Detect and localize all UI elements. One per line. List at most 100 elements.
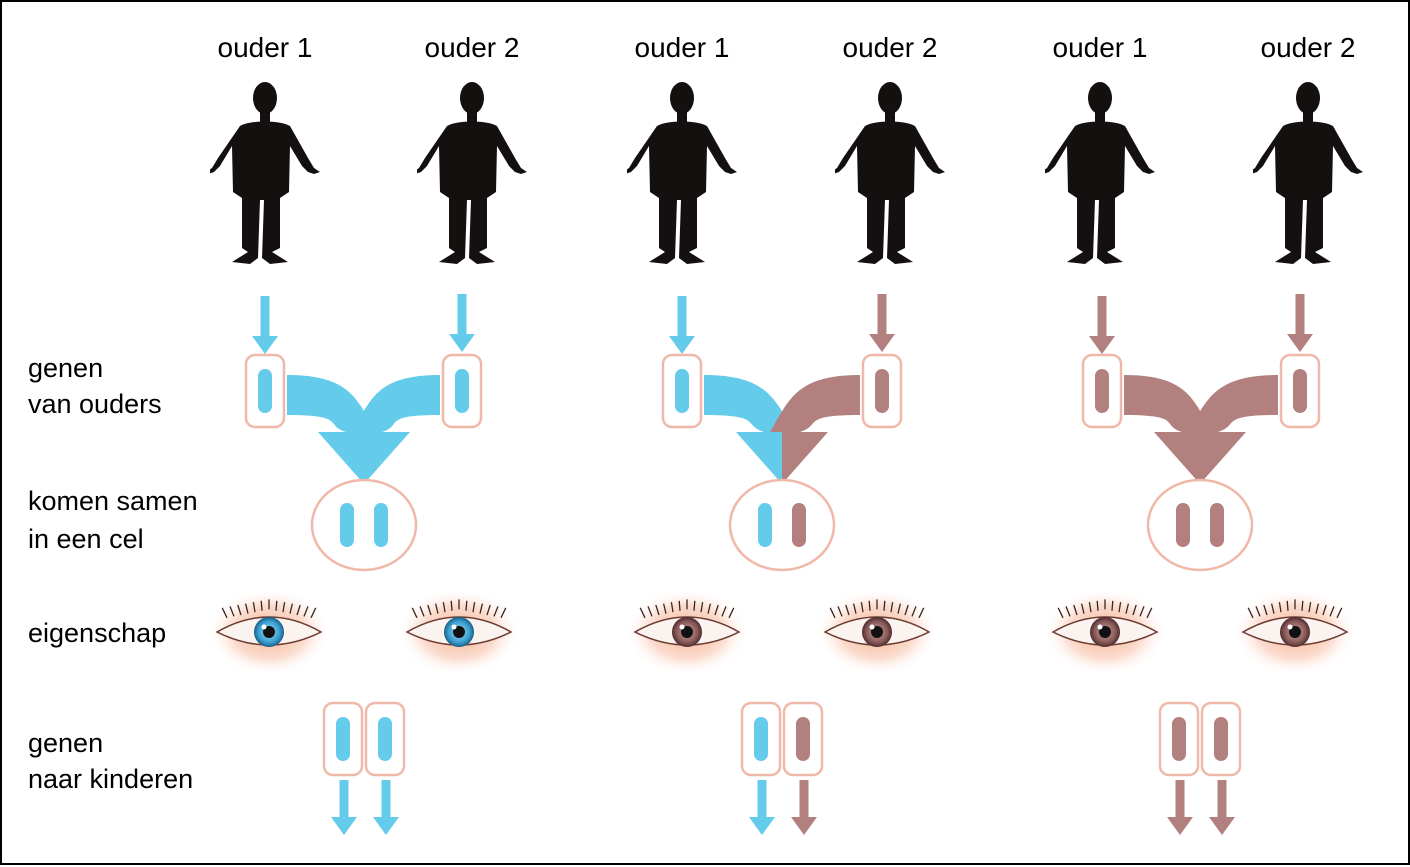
flow-band bbox=[346, 375, 440, 442]
eye-pupil bbox=[263, 626, 275, 638]
gene-bar bbox=[336, 717, 350, 761]
eye-highlight bbox=[451, 624, 457, 630]
child-gene-arrow-1 bbox=[331, 780, 357, 835]
arrow-shaft bbox=[1175, 780, 1185, 819]
gene-bar bbox=[1293, 369, 1307, 413]
eye-right-icon bbox=[1233, 588, 1357, 676]
arrow-shaft bbox=[339, 780, 349, 819]
inheritance-group-3 bbox=[1043, 294, 1357, 835]
arrowhead-right bbox=[364, 432, 410, 484]
parent1-gene-arrow bbox=[1089, 296, 1115, 354]
parent-silhouette-icon bbox=[627, 82, 737, 264]
flow-band bbox=[764, 375, 860, 442]
eye-highlight bbox=[261, 624, 267, 630]
cell-gene-right bbox=[792, 503, 806, 547]
flow-band bbox=[1182, 375, 1278, 442]
parent1-gene-box bbox=[661, 353, 703, 429]
eye-left-icon bbox=[625, 588, 749, 676]
arrow-shaft bbox=[1217, 780, 1227, 819]
child-gene-box-2 bbox=[782, 701, 824, 777]
cell-outline bbox=[728, 478, 836, 572]
arrowhead-left bbox=[1154, 432, 1200, 484]
arrow-shaft bbox=[677, 296, 687, 338]
arrow-shaft bbox=[1097, 296, 1107, 338]
parent2-gene-box bbox=[861, 353, 903, 429]
merge-arrowhead bbox=[736, 432, 828, 484]
cell-gene-left bbox=[758, 503, 772, 547]
gene-bar bbox=[796, 717, 810, 761]
parent2-gene-arrow bbox=[1287, 294, 1313, 352]
parent-label-g3-p1: ouder 1 bbox=[1053, 32, 1148, 63]
arrow-head bbox=[252, 336, 278, 354]
arrow-head bbox=[449, 334, 475, 352]
arrow-head bbox=[869, 334, 895, 352]
arrow-shaft bbox=[1295, 294, 1305, 336]
eye-pupil bbox=[1099, 626, 1111, 638]
arrow-shaft bbox=[457, 294, 467, 336]
gene-bar bbox=[1095, 369, 1109, 413]
arrow-shaft bbox=[757, 780, 767, 819]
eye-pupil bbox=[681, 626, 693, 638]
parent1-gene-arrow bbox=[669, 296, 695, 354]
parent-silhouette-icon bbox=[1045, 82, 1155, 264]
cell-outline bbox=[1146, 478, 1254, 572]
eye-lashes bbox=[221, 599, 317, 619]
parent-silhouette-icon bbox=[835, 82, 945, 264]
parent-silhouette-icon bbox=[1253, 82, 1363, 264]
eye-left-icon bbox=[1043, 588, 1167, 676]
merge-arrowhead bbox=[318, 432, 410, 484]
eye-right-icon bbox=[397, 588, 521, 676]
parent2-gene-arrow bbox=[869, 294, 895, 352]
eye-lashes bbox=[639, 599, 735, 619]
eye-lashes bbox=[1057, 599, 1153, 619]
parent1-gene-box bbox=[1081, 353, 1123, 429]
cell bbox=[1146, 478, 1254, 572]
row-label-komen-samen: komen samen in een cel bbox=[28, 486, 205, 554]
parent-label-g2-p1: ouder 1 bbox=[635, 32, 730, 63]
eye-left-icon bbox=[207, 588, 331, 676]
row-label-eigenschap: eigenschap bbox=[28, 618, 166, 648]
child-gene-box-1 bbox=[1158, 701, 1200, 777]
child-gene-box-1 bbox=[740, 701, 782, 777]
cell bbox=[728, 478, 836, 572]
cell-gene-left bbox=[1176, 503, 1190, 547]
cell bbox=[310, 478, 418, 572]
child-gene-box-2 bbox=[364, 701, 406, 777]
parent-silhouette-icon bbox=[417, 82, 527, 264]
arrow-shaft bbox=[381, 780, 391, 819]
child-gene-arrow-2 bbox=[1209, 780, 1235, 835]
parent-label-g3-p2: ouder 2 bbox=[1261, 32, 1356, 63]
eye-highlight bbox=[869, 624, 875, 630]
flow-from-parent2 bbox=[764, 375, 860, 442]
arrowhead-right bbox=[1200, 432, 1246, 484]
arrow-head bbox=[1167, 817, 1193, 835]
parent2-gene-arrow bbox=[449, 294, 475, 352]
arrow-shaft bbox=[799, 780, 809, 819]
inheritance-group-1 bbox=[207, 294, 521, 835]
child-gene-arrow-2 bbox=[791, 780, 817, 835]
eye-lashes bbox=[829, 599, 925, 619]
arrow-head bbox=[791, 817, 817, 835]
eye-highlight bbox=[1287, 624, 1293, 630]
cell-outline bbox=[310, 478, 418, 572]
inheritance-group-2 bbox=[625, 294, 939, 835]
parent-label-g1-p2: ouder 2 bbox=[425, 32, 520, 63]
eye-right-icon bbox=[815, 588, 939, 676]
arrow-head bbox=[331, 817, 357, 835]
eye-pupil bbox=[1289, 626, 1301, 638]
arrow-shaft bbox=[877, 294, 887, 336]
eye-highlight bbox=[679, 624, 685, 630]
child-gene-box-1 bbox=[322, 701, 364, 777]
parent-silhouette-icon bbox=[210, 82, 320, 264]
gene-bar bbox=[1214, 717, 1228, 761]
cell-gene-left bbox=[340, 503, 354, 547]
parent1-gene-box bbox=[244, 353, 286, 429]
arrow-head bbox=[669, 336, 695, 354]
eye-lashes bbox=[1247, 599, 1343, 619]
row-label-genen-naar-kinderen: genen naar kinderen bbox=[28, 728, 193, 794]
arrow-head bbox=[1287, 334, 1313, 352]
gene-bar bbox=[875, 369, 889, 413]
child-gene-arrow-1 bbox=[749, 780, 775, 835]
cell-gene-right bbox=[374, 503, 388, 547]
